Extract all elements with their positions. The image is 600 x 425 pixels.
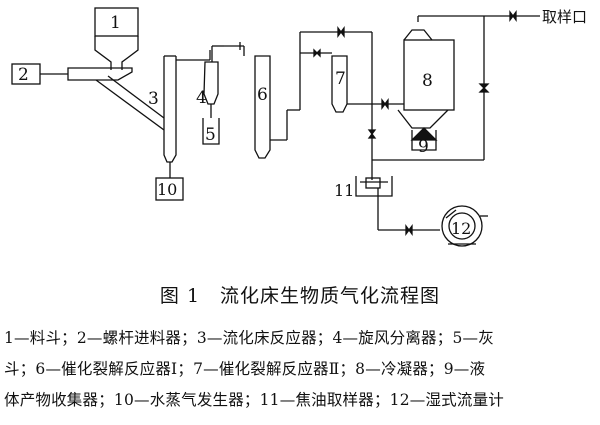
steam-generator: 10 [155, 177, 184, 201]
label-8: 8 [422, 71, 433, 91]
valve-vertical [367, 129, 377, 139]
legend-line-2: 斗；6—催化裂解反应器Ⅰ；7—催化裂解反应器Ⅱ；8—冷凝器；9—液 [4, 360, 486, 378]
wet-flow-meter: 12 [441, 205, 488, 247]
label-9: 9 [418, 137, 429, 157]
label-11: 11 [334, 181, 354, 200]
valve-to-condenser [372, 98, 404, 110]
label-5: 5 [205, 125, 216, 145]
screw-feeder: 2 [11, 63, 165, 131]
catalytic-reactor-2: 7 [300, 31, 373, 180]
catalytic-reactor-1: 6 [254, 31, 370, 159]
label-2: 2 [18, 65, 29, 85]
cyclone-separator: 4 [196, 45, 224, 118]
label-4: 4 [196, 88, 207, 108]
label-12: 12 [451, 219, 471, 238]
tar-sampler: 11 [334, 176, 440, 236]
sampling-port-label: 取样口 [542, 8, 587, 26]
hopper: 1 [94, 7, 139, 70]
valve-top-1 [337, 26, 345, 38]
figure-caption: 图 1 流化床生物质气化流程图 [159, 285, 441, 307]
sampling-line: 取样口 [372, 8, 587, 161]
condenser: 8 [397, 15, 510, 129]
label-3: 3 [148, 89, 159, 109]
label-6: 6 [257, 85, 268, 105]
ash-hopper: 5 [202, 118, 220, 145]
fluidized-bed-reactor: 3 [148, 50, 211, 178]
pipe-4-to-6 [224, 42, 245, 56]
label-1: 1 [110, 13, 121, 33]
legend-line-3: 体产物收集器；10—水蒸气发生器；11—焦油取样器；12—湿式流量计 [4, 391, 504, 409]
process-flow-diagram: 1 2 3 10 4 5 [11, 7, 587, 247]
legend-line-1: 1—料斗；2—螺杆进料器；3—流化床反应器；4—旋风分离器；5—灰 [4, 329, 494, 347]
liquid-collector: 9 [410, 127, 438, 157]
label-10: 10 [157, 180, 177, 199]
label-7: 7 [335, 69, 346, 89]
